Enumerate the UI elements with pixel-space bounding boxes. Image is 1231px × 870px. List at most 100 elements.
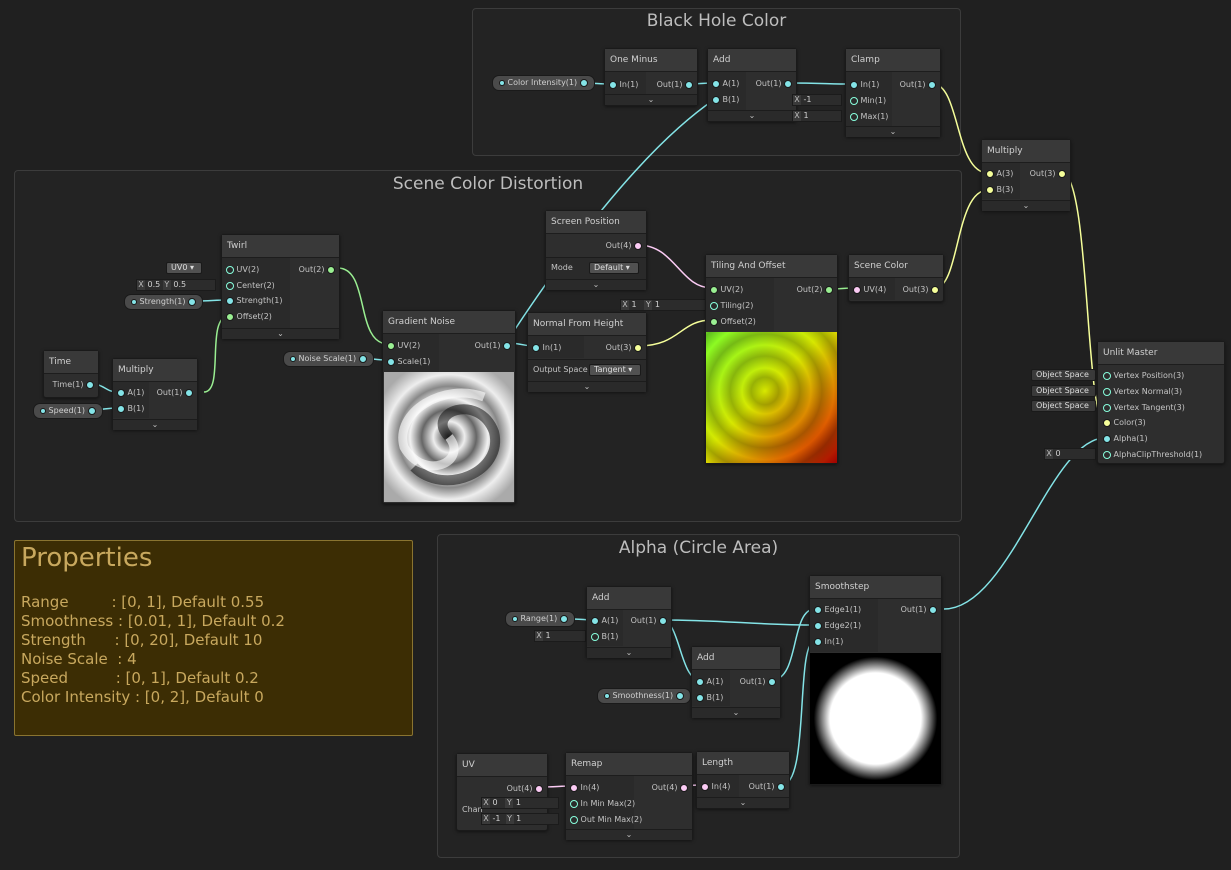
collapse-toggle[interactable]: ⌄ (528, 381, 646, 392)
add-b-field[interactable]: X 1 (534, 630, 586, 642)
normal-from-height-node[interactable]: Normal From Height In(1) Out(3) Output S… (527, 312, 647, 392)
collapse-toggle[interactable]: ⌄ (222, 328, 339, 339)
port-dot[interactable] (559, 614, 568, 623)
vertex-normal-space[interactable]: Object Space (1031, 385, 1096, 397)
vertex-tangent-space[interactable]: Object Space (1031, 400, 1096, 412)
remap-node[interactable]: Remap In(4) In Min Max(2) Out Min Max(2)… (565, 752, 693, 840)
collapse-toggle[interactable]: ⌄ (697, 797, 789, 808)
screen-position-node[interactable]: Screen Position Out(4) Mode Default ▾ ⌄ (545, 210, 647, 290)
port-uv[interactable]: UV(4) (853, 284, 886, 296)
unlit-master-node[interactable]: Unlit Master Vertex Position(3) Vertex N… (1097, 341, 1225, 464)
port-out-min-max[interactable]: Out Min Max(2) (570, 814, 642, 826)
port-b[interactable]: B(1) (591, 631, 618, 643)
port-out[interactable]: Out(1) (157, 387, 193, 399)
color-intensity-property[interactable]: Color Intensity(1) (492, 75, 595, 91)
port-out[interactable]: Out(2) (797, 284, 833, 296)
twirl-uv-dropdown[interactable]: UV0 ▾ (166, 262, 202, 274)
port-tiling[interactable]: Tiling(2) (710, 300, 753, 312)
port-time[interactable]: Time(1) (53, 379, 94, 391)
clamp-max-field[interactable]: X 1 (792, 110, 842, 122)
length-node[interactable]: Length In(4) Out(1) ⌄ (696, 751, 790, 809)
collapse-toggle[interactable]: ⌄ (708, 110, 796, 121)
port-scale[interactable]: Scale(1) (387, 356, 430, 368)
port-out[interactable]: Out(1) (900, 79, 936, 91)
collapse-toggle[interactable]: ⌄ (692, 707, 780, 718)
smoothness-property[interactable]: Smoothness(1) (597, 688, 691, 704)
vertex-position-space[interactable]: Object Space (1031, 369, 1096, 381)
port-out[interactable]: Out(1) (631, 615, 667, 627)
port-uv[interactable]: UV(2) (226, 264, 259, 276)
port-a[interactable]: A(1) (696, 676, 723, 688)
port-out[interactable]: Out(1) (756, 78, 792, 90)
port-offset[interactable]: Offset(2) (710, 316, 756, 328)
remap-in-minmax-field[interactable]: X 0 Y 1 (481, 797, 559, 809)
port-out[interactable]: Out(3) (903, 284, 939, 296)
collapse-toggle[interactable]: ⌄ (546, 279, 646, 290)
mode-dropdown[interactable]: Default ▾ (589, 262, 639, 274)
alpha-clip-field[interactable]: X 0 (1044, 448, 1096, 460)
port-out[interactable]: Out(1) (740, 676, 776, 688)
twirl-node[interactable]: Twirl UV(2) Center(2) Strength(1) Offset… (221, 234, 340, 339)
port-edge2[interactable]: Edge2(1) (814, 620, 861, 632)
collapse-toggle[interactable]: ⌄ (566, 829, 692, 840)
port-out[interactable]: Out(1) (475, 340, 511, 352)
strength-property[interactable]: Strength(1) (124, 294, 204, 310)
port-in[interactable]: In(4) (570, 782, 599, 794)
collapse-toggle[interactable]: ⌄ (113, 419, 197, 430)
port-in[interactable]: In(1) (814, 636, 843, 648)
tiling-and-offset-node[interactable]: Tiling And Offset UV(2) Tiling(2) Offset… (705, 254, 838, 464)
port-uv[interactable]: UV(2) (387, 340, 420, 352)
port-in-min-max[interactable]: In Min Max(2) (570, 798, 635, 810)
port-dot[interactable] (358, 354, 367, 363)
scene-color-node[interactable]: Scene Color UV(4) Out(3) (848, 254, 944, 302)
add-node-alpha-1[interactable]: Add A(1) B(1) Out(1) ⌄ (586, 586, 672, 658)
range-property[interactable]: Range(1) (505, 611, 575, 627)
port-dot[interactable] (188, 297, 197, 306)
port-dot[interactable] (579, 78, 588, 87)
collapse-toggle[interactable]: ⌄ (982, 200, 1070, 211)
noise-scale-property[interactable]: Noise Scale(1) (283, 351, 374, 367)
port-alpha[interactable]: Alpha(1) (1103, 433, 1148, 445)
speed-property[interactable]: Speed(1) (33, 403, 103, 419)
gradient-noise-node[interactable]: Gradient Noise UV(2) Scale(1) Out(1) (382, 310, 516, 504)
port-dot[interactable] (675, 691, 684, 700)
port-b[interactable]: B(1) (117, 403, 144, 415)
twirl-center-field[interactable]: X 0.5 Y 0.5 (136, 279, 216, 291)
port-max[interactable]: Max(1) (850, 111, 888, 123)
port-out[interactable]: Out(1) (657, 79, 693, 91)
collapse-toggle[interactable]: ⌄ (587, 647, 671, 658)
port-out[interactable]: Out(1) (749, 781, 785, 793)
port-vertex-normal[interactable]: Vertex Normal(3) (1103, 386, 1182, 398)
port-edge1[interactable]: Edge1(1) (814, 604, 861, 616)
port-out[interactable]: Out(2) (299, 264, 335, 276)
output-space-dropdown[interactable]: Tangent ▾ (589, 364, 641, 376)
port-center[interactable]: Center(2) (226, 280, 275, 292)
port-b[interactable]: B(3) (986, 184, 1013, 196)
port-a[interactable]: A(1) (591, 615, 618, 627)
port-out[interactable]: Out(4) (507, 783, 543, 795)
port-in[interactable]: In(1) (850, 79, 879, 91)
multiply-node-mid[interactable]: Multiply A(1) B(1) Out(1) ⌄ (112, 358, 198, 430)
port-alpha-clip[interactable]: AlphaClipThreshold(1) (1103, 449, 1202, 461)
remap-out-minmax-field[interactable]: X -1 Y 1 (481, 813, 559, 825)
collapse-toggle[interactable]: ⌄ (846, 126, 940, 137)
collapse-toggle[interactable]: ⌄ (605, 94, 697, 105)
port-a[interactable]: A(1) (712, 78, 739, 90)
port-vertex-position[interactable]: Vertex Position(3) (1103, 370, 1184, 382)
port-a[interactable]: A(3) (986, 168, 1013, 180)
smoothstep-node[interactable]: Smoothstep Edge1(1) Edge2(1) In(1) Out(1… (809, 575, 942, 785)
port-out[interactable]: Out(3) (606, 342, 642, 354)
port-in[interactable]: In(4) (701, 781, 730, 793)
port-b[interactable]: B(1) (696, 692, 723, 704)
tiling-field[interactable]: X 1 Y 1 (620, 299, 706, 311)
add-node[interactable]: Add A(1) B(1) Out(1) ⌄ (707, 48, 797, 122)
port-out[interactable]: Out(1) (901, 604, 937, 616)
port-out[interactable]: Out(3) (1030, 168, 1066, 180)
clamp-node[interactable]: Clamp In(1) Min(1) Max(1) Out(1) ⌄ (845, 48, 941, 137)
one-minus-node[interactable]: One Minus In(1) Out(1) ⌄ (604, 48, 698, 106)
time-node[interactable]: Time Time(1) (43, 350, 99, 398)
port-uv[interactable]: UV(2) (710, 284, 743, 296)
port-strength[interactable]: Strength(1) (226, 295, 282, 307)
port-in[interactable]: In(1) (532, 342, 561, 354)
multiply-node-top[interactable]: Multiply A(3) B(3) Out(3) ⌄ (981, 139, 1071, 211)
